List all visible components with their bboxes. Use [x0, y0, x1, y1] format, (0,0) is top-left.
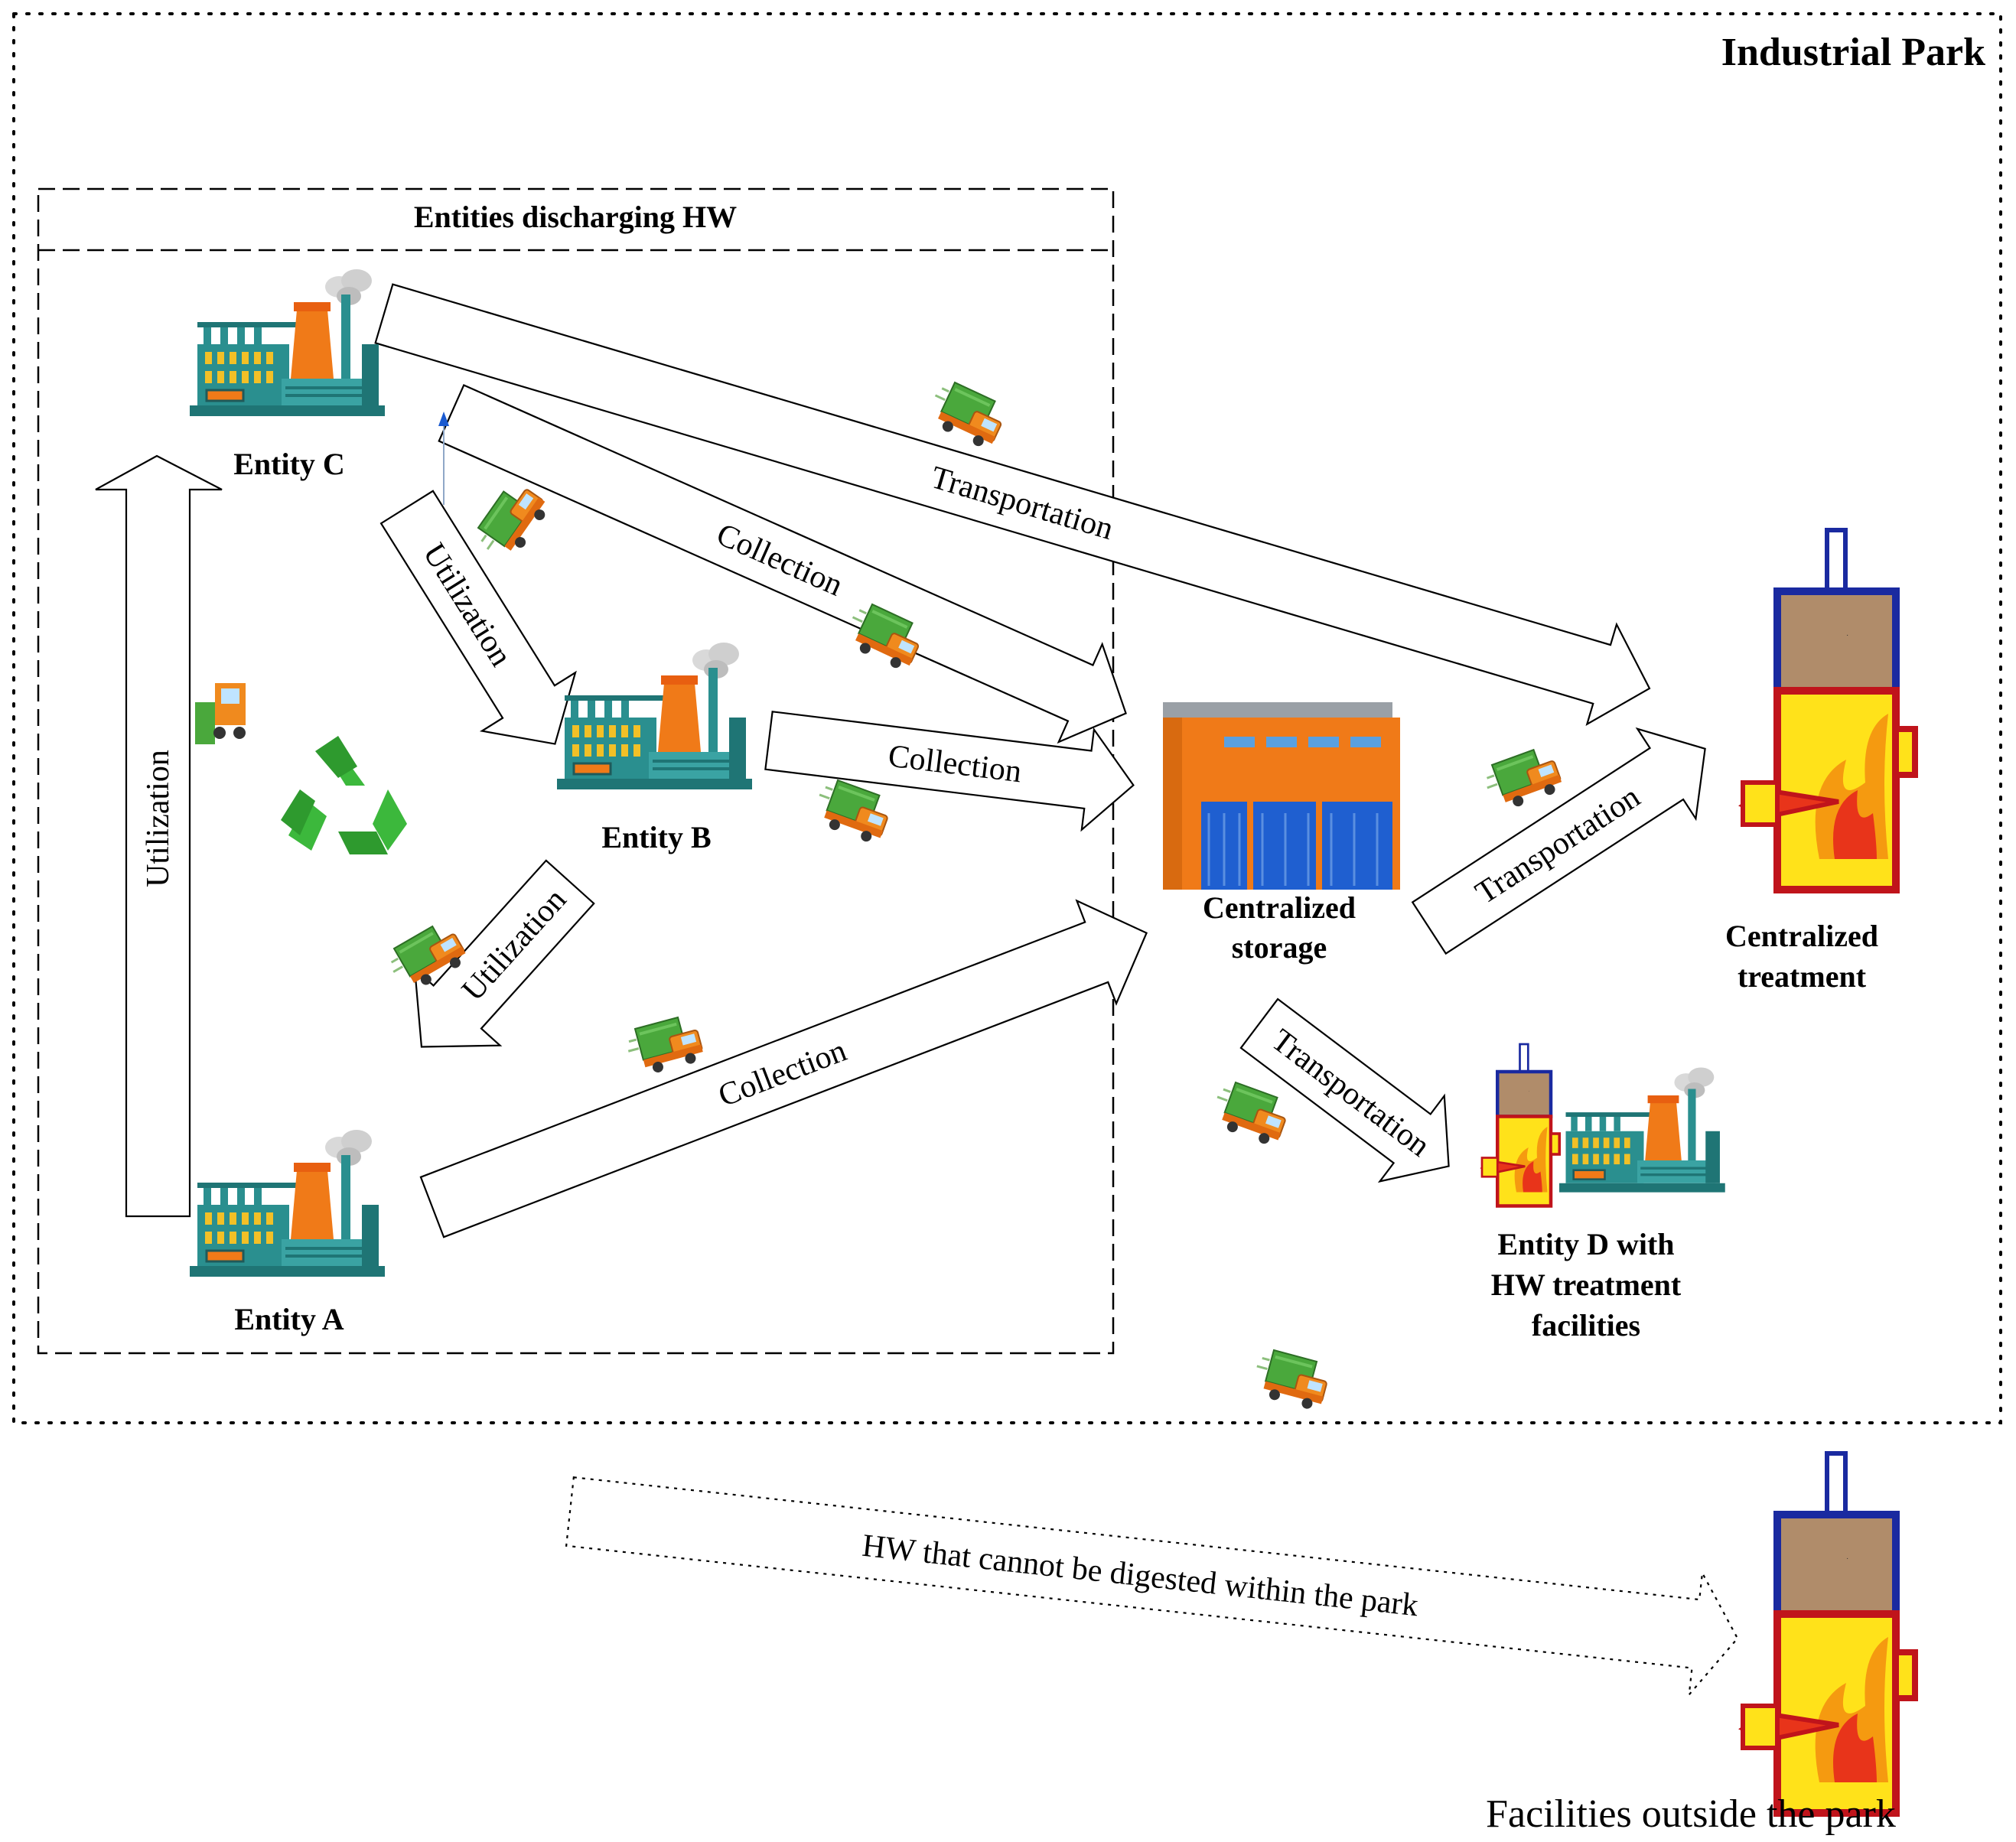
entity-c-label: Entity C — [233, 447, 345, 481]
transportation-arrow-storage-to-treatment: Transportation — [1411, 727, 1706, 955]
entity-d-factory-icon — [1558, 1066, 1727, 1193]
treatment-label-line2: treatment — [1738, 959, 1867, 994]
storage-label-line1: Centralized — [1203, 890, 1356, 925]
discharge-box-title: Entities discharging HW — [414, 200, 737, 234]
incinerator-icon-outside — [1743, 1453, 1915, 1813]
entity-b-label: Entity B — [601, 820, 711, 854]
entity-d-label-line2: HW treatment — [1491, 1268, 1682, 1302]
flow-marker — [438, 412, 449, 505]
collection-arrow-b-to-storage: Collection — [764, 711, 1135, 832]
transportation-label-storage-d: Transportation — [1265, 1023, 1436, 1164]
truck-icon-c-transport — [922, 376, 1011, 453]
recycle-icon — [281, 736, 407, 854]
outside-facilities-label: Facilities outside the park — [1486, 1792, 1896, 1836]
entity-d-label-line3: facilities — [1532, 1308, 1640, 1342]
utilization-arrow-a-to-c: Utilization — [95, 454, 223, 1218]
entity-d-label-line1: Entity D with — [1497, 1227, 1674, 1261]
truck-icon-c-utilization — [470, 477, 553, 567]
entity-b-factory-icon — [555, 641, 754, 791]
truck-icon-storage-d — [1206, 1077, 1293, 1150]
truck-icon-storage-treatment — [1479, 743, 1566, 816]
outside-flow-arrow: HW that cannot be digested within the pa… — [565, 1476, 1739, 1697]
utilization-label-left: Utilization — [141, 750, 176, 887]
incinerator-icon-treatment — [1743, 530, 1915, 890]
entity-a-label: Entity A — [234, 1302, 344, 1336]
storage-label-line2: storage — [1232, 930, 1327, 965]
warehouse-icon — [1163, 702, 1400, 890]
treatment-label-line1: Centralized — [1725, 919, 1878, 953]
truck-icon-b-collection — [808, 775, 895, 848]
entity-c-factory-icon — [188, 268, 386, 418]
industrial-park-title: Industrial Park — [1721, 31, 1985, 74]
entity-a-factory-icon — [188, 1128, 386, 1278]
transportation-label-storage-treatment: Transportation — [1470, 779, 1646, 911]
truck-icon-outside — [1248, 1346, 1333, 1414]
forklift-icon — [195, 683, 246, 744]
industrial-park-boundary — [12, 12, 2002, 1424]
entity-d-incinerator-icon — [1482, 1044, 1559, 1206]
truck-icon-a-collection — [622, 1012, 707, 1080]
